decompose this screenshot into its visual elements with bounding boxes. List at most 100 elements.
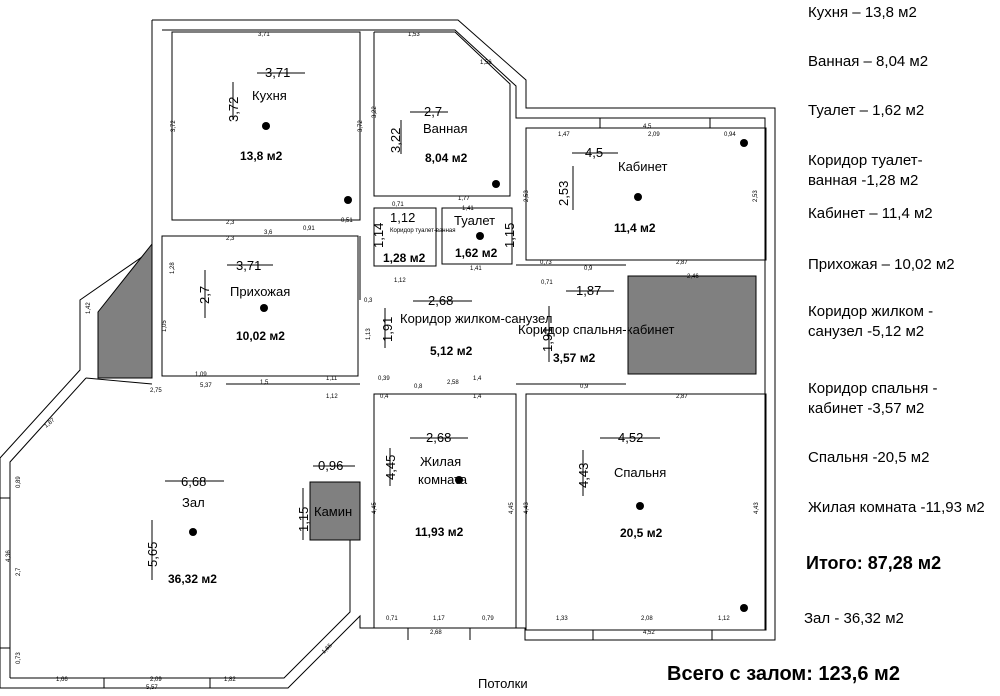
hall-area-note: Зал - 36,32 м2 (804, 610, 904, 627)
dim-label: 1,17 (433, 616, 445, 622)
dim-label: 0,94 (724, 132, 736, 138)
dim-label: 3,71 (258, 32, 270, 38)
dim-label: 1,47 (558, 132, 570, 138)
dim-label: 2,09 (648, 132, 660, 138)
light-point (740, 139, 748, 147)
corridor-tb-height: 1,14 (371, 223, 386, 248)
light-point (634, 193, 642, 201)
dim-label: 1,87 (43, 417, 56, 430)
corridor-bs-width: 1,87 (576, 283, 601, 298)
dim-label: 4,36 (6, 550, 12, 562)
dim-label: 1,66 (56, 677, 68, 683)
hallway-area: 10,02 м2 (236, 329, 285, 343)
dim-label: 0,73 (540, 260, 552, 266)
dim-label: 4,45 (509, 502, 515, 514)
legend-item: Коридор жилком - санузел -5,12 м2 (808, 303, 934, 340)
fireplace-width: 0,96 (318, 458, 343, 473)
room-name-2: комната (418, 472, 468, 487)
dim-label: 2,08 (641, 616, 653, 622)
light-point (455, 476, 463, 484)
dim-label: 3,22 (372, 106, 378, 118)
dim-label: 2,87 (676, 260, 688, 266)
legend-item: Спальня -20,5 м2 (808, 449, 930, 466)
dim-label: 1,4 (473, 394, 482, 400)
legend-item: Прихожая – 10,02 м2 (808, 256, 955, 273)
corridor-lb-width: 2,68 (428, 293, 453, 308)
dim-label: 0,51 (341, 218, 353, 224)
dim-label: 0,89 (16, 476, 22, 488)
dim-label: 0,71 (386, 616, 398, 622)
room-width: 2,68 (426, 430, 451, 445)
study-area: 11,4 м2 (614, 221, 656, 235)
dim-label: 1,12 (326, 394, 338, 400)
corridor-tb-area: 1,28 м2 (383, 251, 426, 265)
dim-label: 0,8 (414, 384, 423, 390)
dim-label: 1,53 (408, 32, 420, 38)
toilet-name: Туалет (454, 213, 495, 228)
dim-label: 2,3 (226, 236, 235, 242)
bathroom-height: 3,22 (388, 128, 403, 153)
bathroom-width: 2,7 (424, 104, 442, 119)
room-area: 11,93 м2 (415, 525, 464, 539)
dim-label: 0,71 (541, 280, 553, 286)
kitchen-width: 3,71 (265, 65, 290, 80)
legend-item: Коридор спальня - кабинет -3,57 м2 (808, 380, 938, 417)
dim-label: 1,56 (480, 60, 492, 66)
dim-label: 0,9 (580, 384, 589, 390)
dim-label: 1,42 (86, 302, 92, 314)
bedroom-height: 4,43 (576, 463, 591, 488)
dim-label: 5,37 (200, 383, 212, 389)
corridor-bs-height: 1,91 (540, 327, 555, 352)
dimension-arrows (151, 72, 660, 580)
hallway-width: 3,71 (236, 258, 261, 273)
room-name-1: Жилая (420, 454, 461, 469)
dim-label: 1,5 (260, 380, 269, 386)
corridor-lb-name: Коридор жилком-санузел (400, 311, 552, 326)
study-width: 4,5 (585, 145, 603, 160)
dim-label: 1,11 (326, 376, 338, 382)
dim-label: 1,33 (556, 616, 568, 622)
dim-label: 3,72 (358, 120, 364, 132)
bedroom-name: Спальня (614, 465, 666, 480)
dim-label: 1,09 (195, 372, 207, 378)
light-point (740, 604, 748, 612)
legend-item: Кабинет – 11,4 м2 (808, 205, 933, 222)
study-height: 2,53 (556, 181, 571, 206)
dim-label: 1,77 (458, 196, 470, 202)
total-area: Итого: 87,28 м2 (806, 553, 942, 573)
legend-item: Туалет – 1,62 м2 (808, 102, 925, 119)
living-height: 5,65 (145, 542, 160, 567)
dim-label: 2,7 (16, 567, 22, 576)
dim-label: 3,6 (264, 230, 273, 236)
light-point (636, 502, 644, 510)
dim-label: 0,39 (378, 376, 390, 382)
light-point (260, 304, 268, 312)
interior-walls (0, 31, 767, 688)
study-name: Кабинет (618, 159, 667, 174)
dim-label: 1,28 (170, 262, 176, 274)
dim-label: 2,53 (753, 190, 759, 202)
cabinet-block (627, 275, 757, 375)
dim-label: 4,43 (524, 502, 530, 514)
bedroom-area: 20,5 м2 (620, 526, 663, 540)
hallway-height: 2,7 (197, 286, 212, 304)
light-point (344, 196, 352, 204)
bathroom-area: 8,04 м2 (425, 151, 468, 165)
dim-label: 4,5 (643, 124, 652, 130)
kitchen-area: 13,8 м2 (240, 149, 283, 163)
room-labels: 3,71 3,72 Кухня 13,8 м2 2,7 3,22 Ванная … (145, 65, 675, 586)
dim-label: 1,41 (462, 206, 474, 212)
toilet-height: 1,15 (502, 223, 517, 248)
dim-label: 1,4 (473, 376, 482, 382)
legend-item: Кухня – 13,8 м2 (808, 4, 917, 21)
dim-label: 5,57 (146, 685, 158, 691)
dim-label: 4,43 (754, 502, 760, 514)
room-height: 4,45 (383, 455, 398, 480)
dim-label: 1,12 (718, 616, 730, 622)
light-point (492, 180, 500, 188)
corridor-bs-name: Коридор спальня-кабинет (518, 322, 675, 337)
dim-label: 2,75 (150, 388, 162, 394)
dim-label: 1,05 (162, 320, 168, 332)
toilet-area: 1,62 м2 (455, 246, 498, 260)
